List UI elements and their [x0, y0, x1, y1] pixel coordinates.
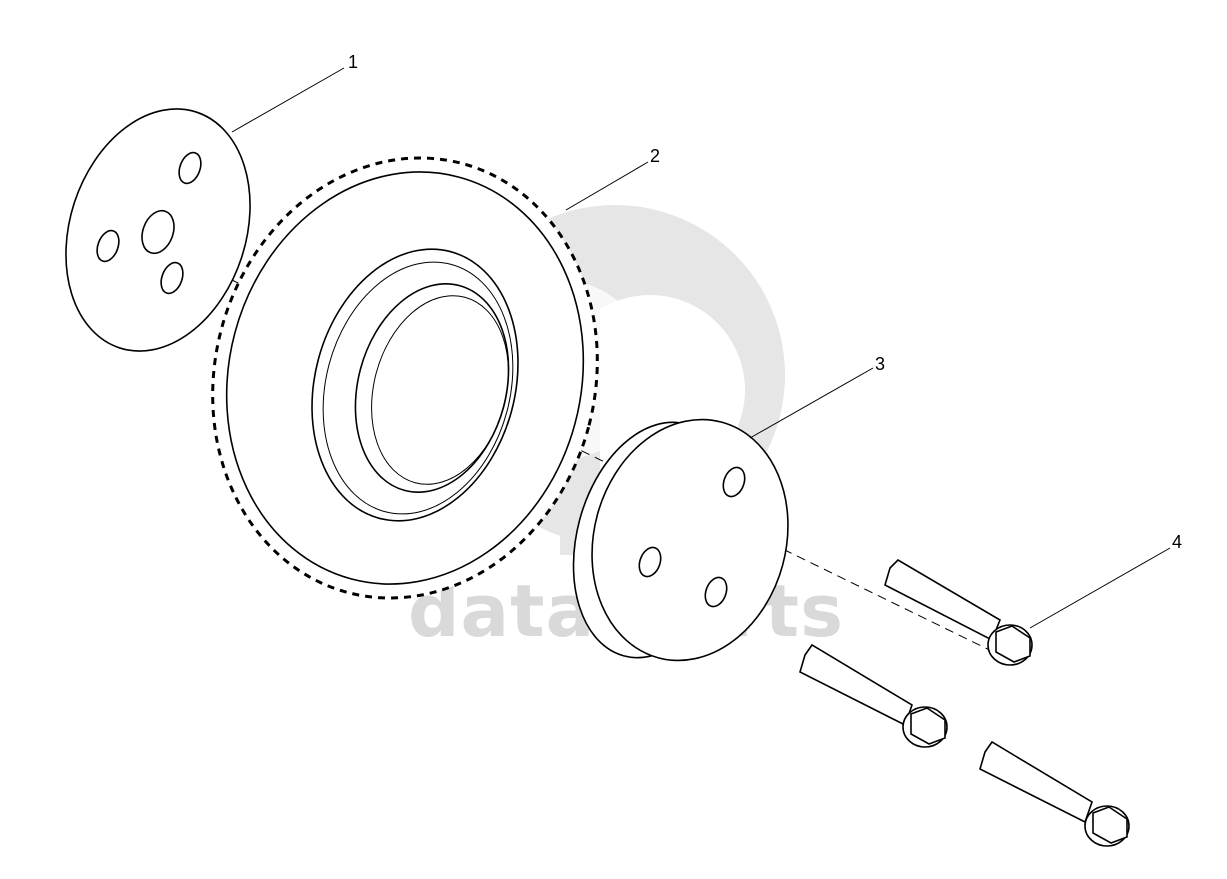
- plate-part: [65, 108, 251, 352]
- hub-part: [572, 418, 789, 662]
- callout-number-3: 3: [875, 354, 885, 374]
- callout-leader-3: [749, 367, 874, 439]
- bolt-part-3: [979, 740, 1130, 847]
- callout-number-2: 2: [650, 146, 660, 166]
- bolt-part-2: [799, 643, 948, 748]
- callout-leader-1: [231, 67, 345, 133]
- bolt-part-1: [884, 558, 1033, 666]
- callout-leader-2: [565, 161, 649, 211]
- gear-part: [211, 156, 599, 600]
- callout-number-1: 1: [348, 52, 358, 72]
- callout-number-4: 4: [1172, 532, 1182, 552]
- callout-leader-4: [1029, 547, 1171, 629]
- assembly-axis: [149, 239, 1011, 661]
